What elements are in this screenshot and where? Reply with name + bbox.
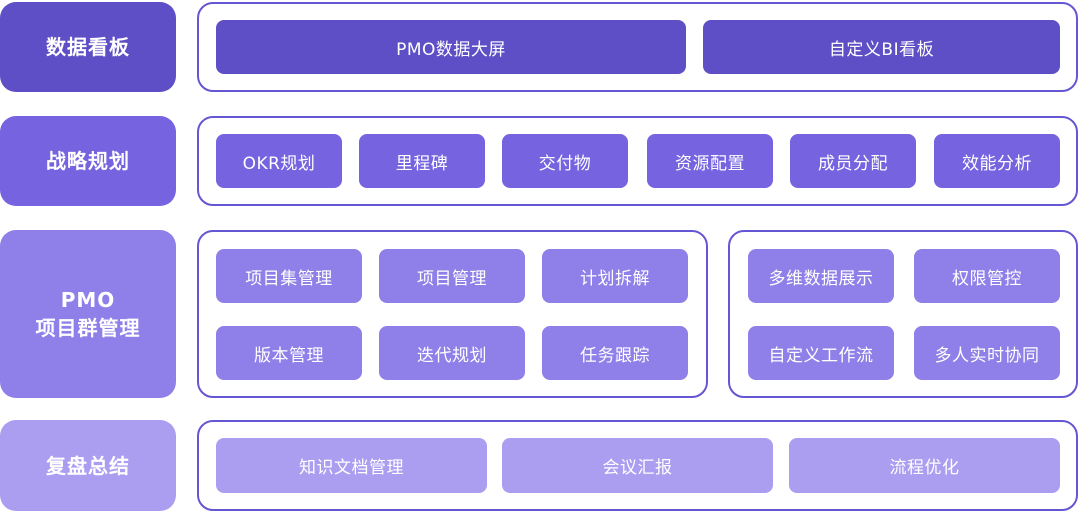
row-frame-strategy: [197, 116, 1078, 206]
row-label-strategy-text: 战略规划: [46, 149, 130, 173]
custom-bi-board-button[interactable]: 自定义BI看板: [703, 20, 1060, 74]
efficiency-analysis-button[interactable]: 效能分析: [934, 134, 1060, 188]
deliverables-button[interactable]: 交付物: [502, 134, 628, 188]
project-management-button[interactable]: 项目管理: [379, 249, 525, 303]
row-label-dashboard: 数据看板: [0, 2, 176, 92]
row-label-dashboard-text: 数据看板: [46, 35, 130, 59]
iteration-planning-button[interactable]: 迭代规划: [379, 326, 525, 380]
row-frame-pmo-left: [197, 230, 708, 398]
member-assignment-button[interactable]: 成员分配: [790, 134, 916, 188]
row-frame-review: [197, 420, 1078, 511]
realtime-collaboration-button[interactable]: 多人实时协同: [914, 326, 1060, 380]
knowledge-docs-button[interactable]: 知识文档管理: [216, 438, 487, 493]
multidimensional-data-button[interactable]: 多维数据展示: [748, 249, 894, 303]
program-management-button[interactable]: 项目集管理: [216, 249, 362, 303]
resource-allocation-button[interactable]: 资源配置: [647, 134, 773, 188]
row-frame-pmo-right: [728, 230, 1078, 398]
process-optimization-button[interactable]: 流程优化: [789, 438, 1060, 493]
custom-workflow-button[interactable]: 自定义工作流: [748, 326, 894, 380]
meeting-report-button[interactable]: 会议汇报: [502, 438, 773, 493]
row-label-pmo: PMO 项目群管理: [0, 230, 176, 398]
permission-control-button[interactable]: 权限管控: [914, 249, 1060, 303]
row-label-review-text: 复盘总结: [46, 453, 130, 478]
plan-breakdown-button[interactable]: 计划拆解: [542, 249, 688, 303]
row-label-strategy: 战略规划: [0, 116, 176, 206]
milestone-button[interactable]: 里程碑: [359, 134, 485, 188]
row-label-pmo-line2: 项目群管理: [35, 316, 141, 340]
row-label-pmo-line1: PMO: [60, 288, 116, 312]
row-frame-dashboard: [197, 2, 1078, 92]
row-label-review: 复盘总结: [0, 420, 176, 511]
task-tracking-button[interactable]: 任务跟踪: [542, 326, 688, 380]
version-management-button[interactable]: 版本管理: [216, 326, 362, 380]
okr-planning-button[interactable]: OKR规划: [216, 134, 342, 188]
pmo-big-screen-button[interactable]: PMO数据大屏: [216, 20, 686, 74]
